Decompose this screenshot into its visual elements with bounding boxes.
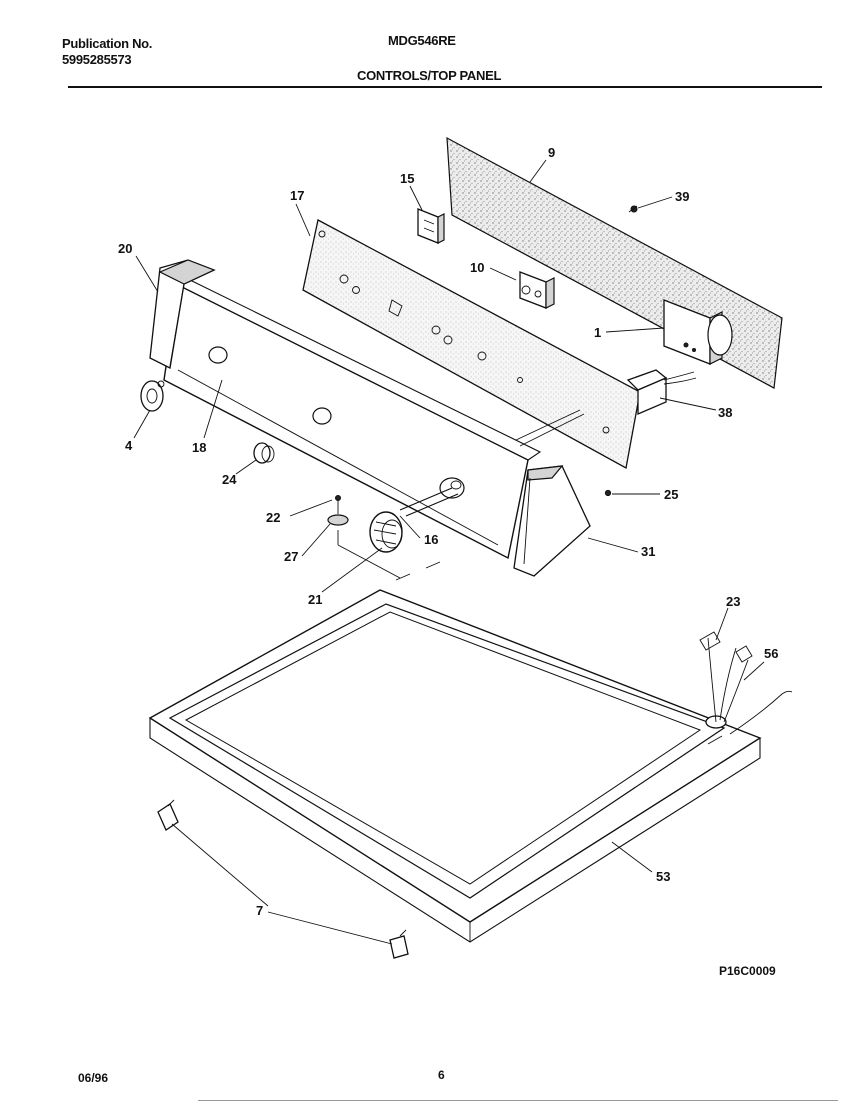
left-end-cap-part-20 [149,259,216,369]
callout-7: 7 [256,903,263,918]
page-number: 6 [438,1068,445,1082]
screw-part-39 [628,205,638,213]
timer-knob-part-21 [369,511,403,553]
callout-17: 17 [290,188,304,203]
bracket-part-38 [626,369,697,415]
switch-part-15 [417,208,445,244]
wire-harness-part-23 [699,631,793,745]
footer-rule [198,1100,838,1101]
timer-part-1 [663,299,733,365]
clip-part-27 [327,514,401,579]
shaft-part-16 [399,487,459,517]
callout-21: 21 [308,592,322,607]
right-end-cap-part-31 [513,465,591,577]
publication-number: 5995285573 [62,52,132,67]
publication-label: Publication No. [62,36,153,51]
callout-16: 16 [424,532,438,547]
callout-24: 24 [222,472,237,487]
hinge-clip-part-7-a [157,799,179,831]
screw-part-25 [604,489,612,497]
header-rule [68,86,822,88]
callout-4: 4 [125,438,133,453]
callout-15: 15 [400,171,414,186]
callout-labels: 9 39 15 17 10 20 1 38 4 18 24 25 22 16 3… [118,145,778,918]
callout-18: 18 [192,440,206,455]
screw-part-22 [335,495,341,514]
hinge-clip-part-7-b [389,929,409,959]
callout-9: 9 [548,145,555,160]
leader-lines [133,159,765,945]
callout-10: 10 [470,260,484,275]
control-back-plate-part-17 [302,219,641,470]
callout-27: 27 [284,549,298,564]
callout-31: 31 [641,544,655,559]
callout-53: 53 [656,869,670,884]
knob-insert-part-24 [253,442,275,464]
top-panel-part-53 [148,561,762,943]
callout-1: 1 [594,325,601,340]
model-number: MDG546RE [388,33,456,48]
footer-date: 06/96 [78,1071,109,1085]
selector-switch-part-10 [519,271,555,309]
callout-20: 20 [118,241,132,256]
callout-39: 39 [675,189,689,204]
knob-part-4 [140,380,165,412]
callout-23: 23 [726,594,740,609]
callout-25: 25 [664,487,678,502]
section-title: CONTROLS/TOP PANEL [357,68,502,83]
callout-56: 56 [764,646,778,661]
diagram-code: P16C0009 [719,964,776,978]
callout-22: 22 [266,510,280,525]
callout-38: 38 [718,405,732,420]
